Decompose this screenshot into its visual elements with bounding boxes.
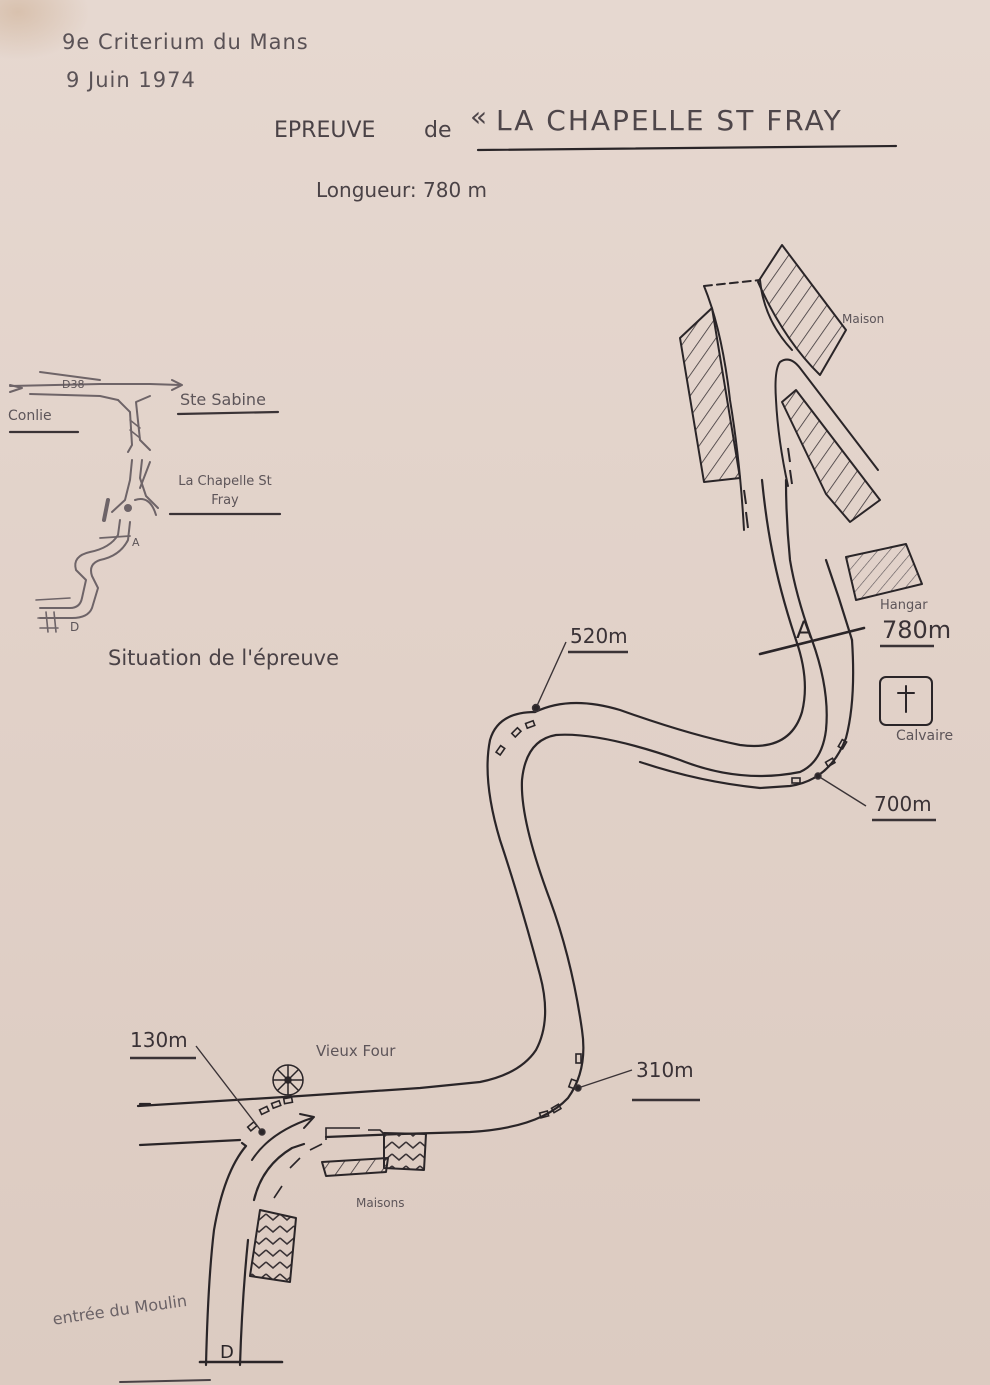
old-oven-wheel-icon (272, 1064, 304, 1096)
event-name: 9e Criterium du Mans (62, 30, 309, 54)
minimap-finish-marker: A (132, 536, 140, 549)
distance-leaders (130, 641, 936, 1136)
houses-bottom-label: Maisons (356, 1196, 405, 1210)
finish-marker: A (796, 616, 813, 644)
oven-label: Vieux Four (316, 1042, 396, 1060)
house-top-label: Maison (842, 312, 885, 326)
title-connector: de (424, 118, 452, 143)
distance-marker-700: 700m (874, 792, 932, 816)
road-label: D38 (62, 378, 85, 391)
page-title: LA CHAPELLE ST FRAY (496, 104, 843, 137)
minimap-start-marker: D (70, 620, 80, 634)
distance-marker-520: 520m (570, 624, 628, 648)
course-length: Longueur: 780 m (316, 178, 488, 202)
distance-marker-130: 130m (130, 1028, 188, 1052)
title-quote: « (470, 100, 490, 133)
houses-bottom (249, 1132, 427, 1283)
minimap-caption: Situation de l'épreuve (108, 646, 340, 670)
main-course (119, 478, 855, 1383)
start-marker: D (220, 1342, 234, 1363)
west-town-label: Conlie (8, 408, 52, 424)
distance-marker-780: 780m (882, 616, 952, 644)
title-underline (476, 144, 898, 152)
situation-minimap (8, 371, 282, 633)
hangar-label: Hangar (880, 598, 928, 613)
distance-marker-310: 310m (636, 1058, 694, 1082)
calvary-label: Calvaire (896, 728, 954, 744)
top-road (679, 244, 923, 656)
straw-bales (246, 447, 848, 1199)
village-label: La Chapelle St Fray (178, 474, 272, 508)
east-town-label: Ste Sabine (180, 390, 266, 409)
calvary-cross-icon (879, 676, 933, 726)
title-prefix: EPREUVE (274, 118, 376, 143)
event-date: 9 Juin 1974 (66, 68, 196, 92)
